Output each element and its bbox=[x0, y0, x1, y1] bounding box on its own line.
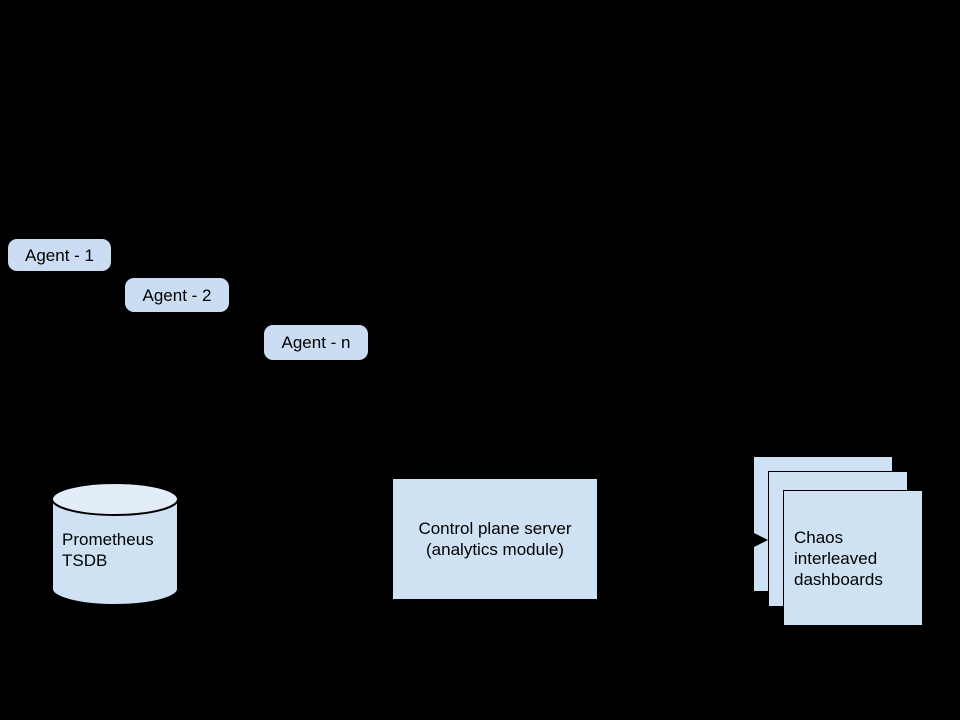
dashboards-label: Chaos interleaved dashboards bbox=[794, 527, 883, 589]
control-plane-label: Control plane server (analytics module) bbox=[418, 519, 572, 559]
agent-n-label: Agent - n bbox=[281, 333, 351, 352]
node-agent-1: Agent - 1 bbox=[8, 239, 111, 271]
database-cylinder-shape bbox=[51, 482, 179, 606]
node-prometheus-tsdb: Prometheus TSDB bbox=[50, 481, 180, 607]
dashboard-card-front: Chaos interleaved dashboards bbox=[783, 490, 923, 626]
cylinder-body bbox=[51, 498, 179, 606]
node-agent-2: Agent - 2 bbox=[125, 278, 229, 312]
cylinder-top bbox=[51, 482, 179, 516]
agent-2-label: Agent - 2 bbox=[142, 285, 212, 305]
node-agent-n: Agent - n bbox=[264, 325, 368, 360]
node-control-plane: Control plane server (analytics module) bbox=[393, 479, 597, 599]
agent-1-label: Agent - 1 bbox=[25, 245, 94, 265]
database-label: Prometheus TSDB bbox=[62, 530, 154, 570]
